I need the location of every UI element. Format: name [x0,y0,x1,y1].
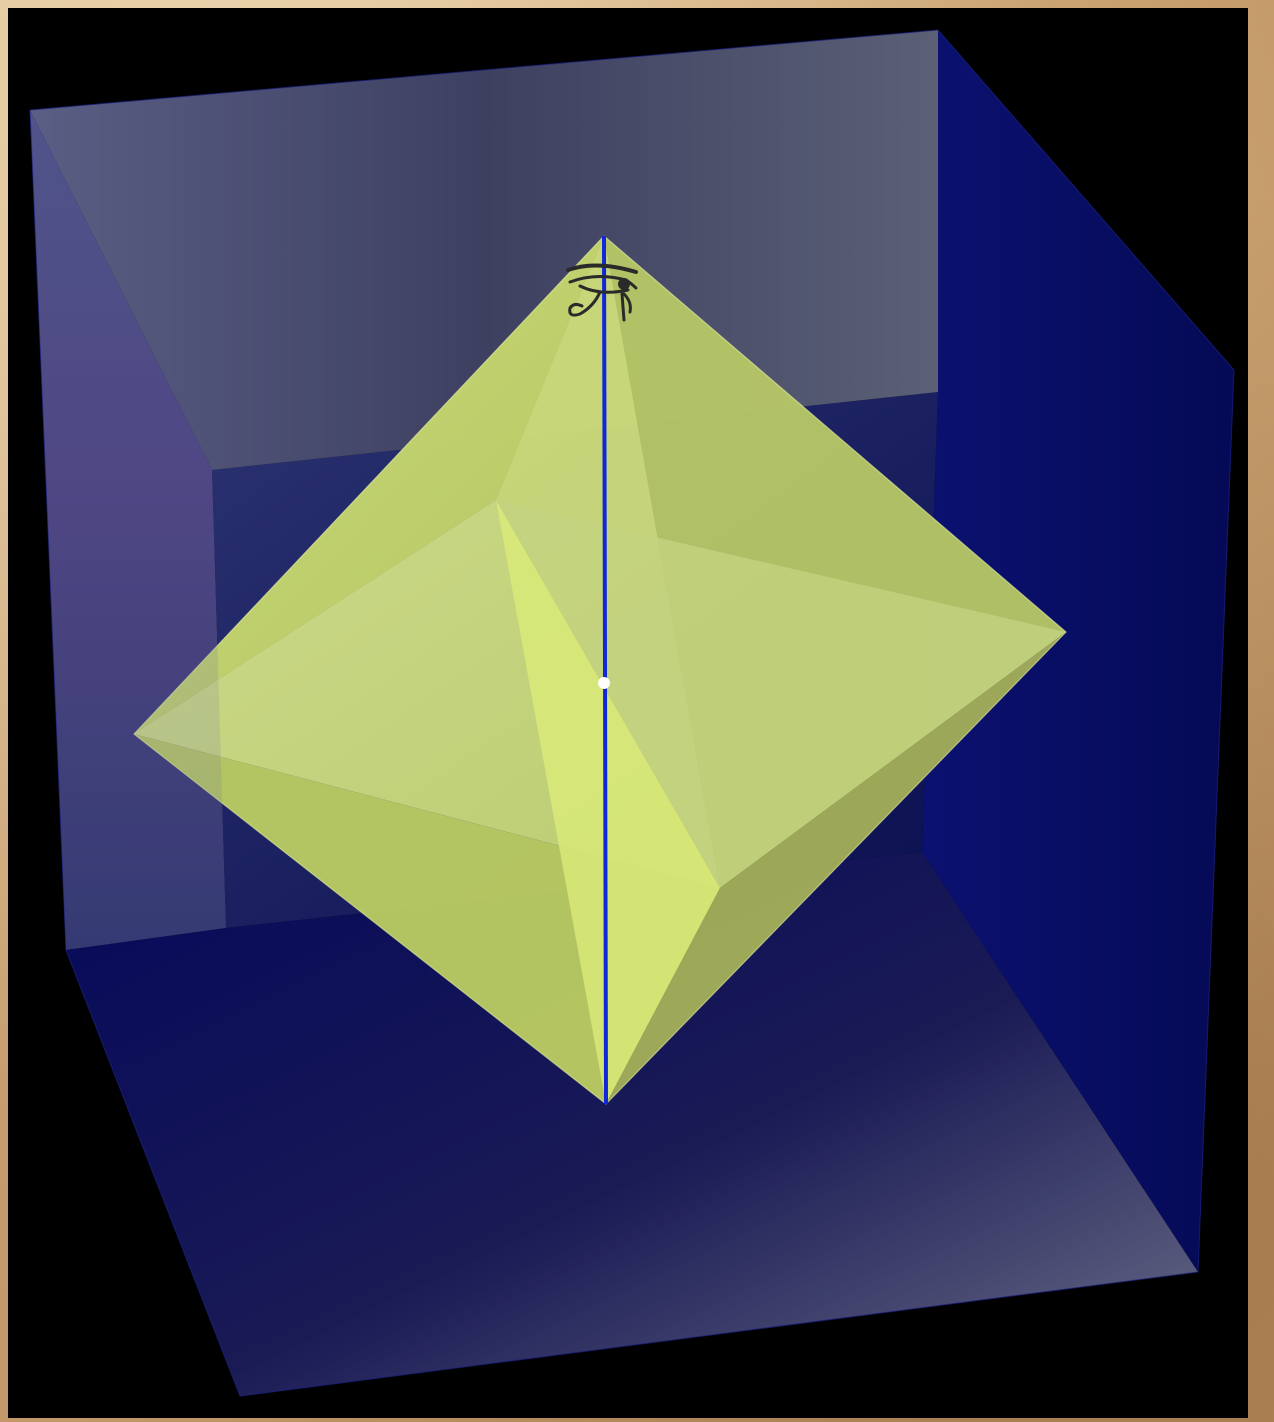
center-point [598,677,610,689]
scene-canvas [8,8,1248,1418]
vertical-axis [604,236,606,1104]
scene-svg [8,8,1248,1418]
